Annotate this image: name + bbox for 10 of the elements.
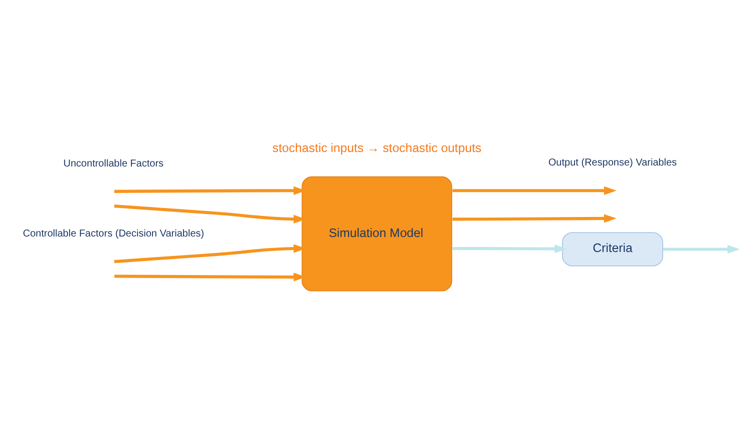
arrow [662,244,740,254]
arrow [452,186,616,194]
node-box: Simulation Model [302,176,452,291]
node-box: Criteria [562,232,664,266]
arrow [452,214,616,222]
label: Uncontrollable Factors [63,158,164,169]
label: Output (Response) Variables [548,156,677,168]
label: Controllable Factors (Decision Variables) [22,228,204,239]
label: stochastic inputs → stochastic outputs [272,140,482,154]
arrow [452,244,567,253]
